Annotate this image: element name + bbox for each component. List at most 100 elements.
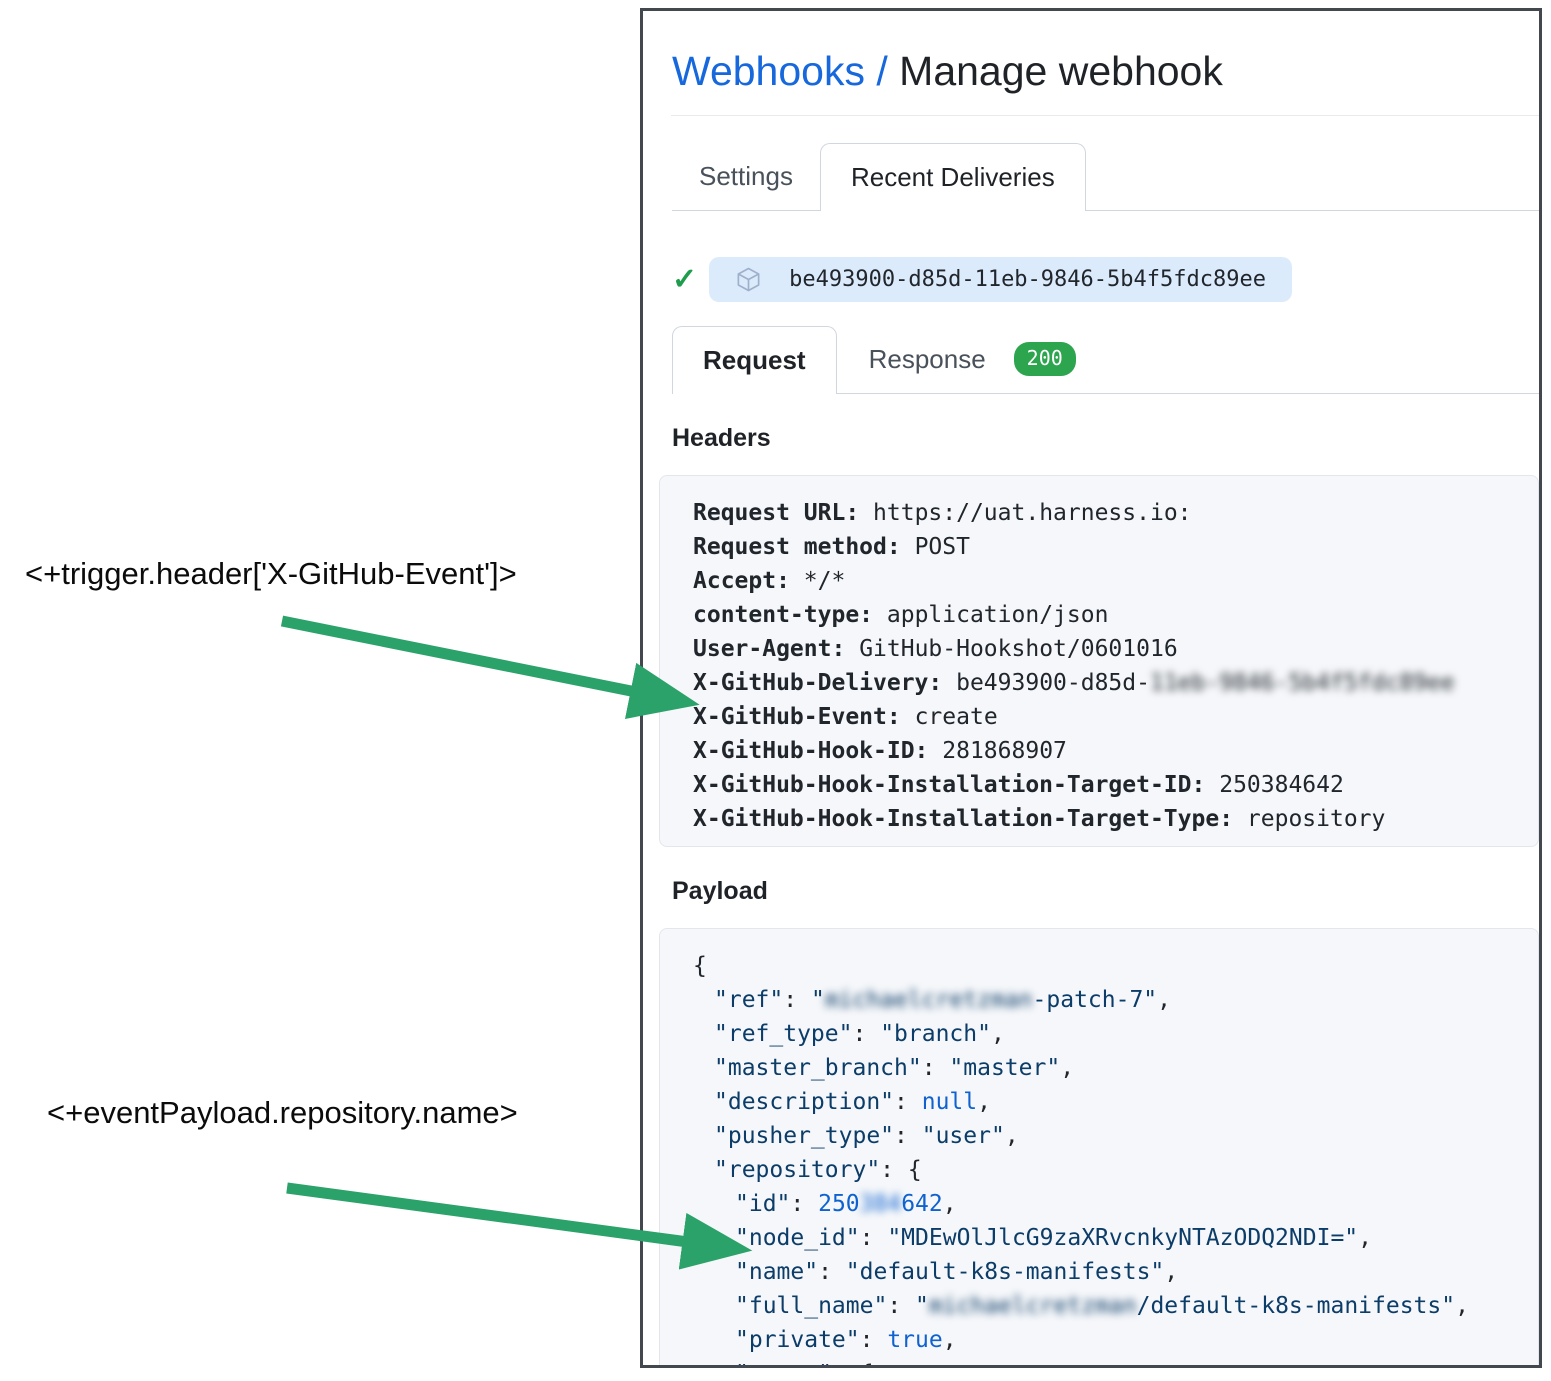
payload-token: : [859,1327,888,1354]
page-title: Webhooks / Manage webhook [672,47,1539,95]
payload-token: , [942,1327,957,1354]
header-line: X-GitHub-Hook-Installation-Target-Type: … [693,802,1522,836]
payload-line: "master_branch": "master", [693,1051,1522,1085]
header-line: X-GitHub-Hook-ID: 281868907 [693,734,1522,768]
title-divider [671,115,1539,117]
payload-token: "branch" [880,1021,991,1048]
payload-token: "ref" [714,987,784,1014]
payload-token: : [790,1191,819,1218]
payload-token: , [977,1089,991,1116]
header-value: 11eb-9846-5b4f5fdc89ee [1149,670,1455,697]
payload-token: , [1004,1123,1019,1150]
payload-line: "repository": { [693,1153,1522,1187]
payload-token: /default-k8s-manifests" [1136,1293,1456,1320]
payload-token: : [894,1123,922,1150]
annotation-trigger-expression: <+trigger.header['X-GitHub-Event']> [25,556,517,591]
payload-token: : [887,1293,916,1320]
arrow-to-payload-name [286,1182,753,1270]
header-line: Request URL: https://uat.harness.io: [693,496,1522,530]
payload-token: "id" [735,1191,791,1218]
header-value: https://uat.harness.io: [873,500,1192,527]
header-line: Request method: POST [693,530,1522,564]
payload-token: : [783,987,811,1014]
payload-token: : [921,1055,950,1082]
tab-settings[interactable]: Settings [699,161,793,192]
payload-token: "full_name" [735,1293,888,1320]
header-line: Accept: */* [693,564,1522,598]
delivery-id-pill[interactable]: be493900-d85d-11eb-9846-5b4f5fdc89ee [709,257,1292,303]
payload-line: { [693,949,1522,983]
header-line: User-Agent: GitHub-Hookshot/0601016 [693,632,1522,666]
payload-line: "owner": { [693,1357,1522,1365]
payload-token: : [852,1021,881,1048]
payload-line: "pusher_type": "user", [693,1119,1522,1153]
tab-request[interactable]: Request [672,326,837,395]
payload-token: , [942,1191,957,1218]
payload-token: "node_id" [735,1225,860,1252]
payload-token: 384 [859,1191,902,1218]
check-icon: ✓ [672,262,698,296]
payload-heading: Payload [672,877,768,906]
header-value: POST [914,534,970,561]
payload-token: -patch-7" [1032,987,1158,1014]
header-name: Accept: [693,568,790,595]
payload-token: null [921,1089,978,1116]
payload-token: : [818,1259,846,1286]
header-name: X-GitHub-Hook-Installation-Target-Type: [693,806,1234,833]
header-name: X-GitHub-Hook-Installation-Target-ID: [693,772,1206,799]
headers-heading: Headers [672,424,771,453]
header-value: be493900-d85d- [956,670,1150,697]
header-value: */* [803,568,846,595]
tab-response-label: Response [868,343,986,374]
payload-line: "ref_type": "branch", [693,1017,1522,1051]
header-name: content-type: [693,602,874,629]
header-line: X-GitHub-Delivery: be493900-d85d-11eb-98… [693,666,1522,700]
payload-token: 250 [818,1191,860,1218]
header-value: repository [1246,806,1386,833]
payload-token: : [894,1089,922,1116]
header-value: create [914,704,998,731]
payload-token: { [860,1361,874,1365]
payload-token: 642 [901,1191,943,1218]
payload-line: "id": 250384642, [693,1187,1522,1221]
payload-token: "user" [921,1123,1005,1150]
payload-token: , [1358,1225,1372,1252]
payload-token: : [859,1225,888,1252]
breadcrumb-webhooks-link[interactable]: Webhooks / [672,48,888,94]
payload-token: : [880,1157,908,1184]
payload-token: , [1060,1055,1075,1082]
delivery-id: be493900-d85d-11eb-9846-5b4f5fdc89ee [789,267,1266,293]
annotation-payload-expression: <+eventPayload.repository.name> [47,1095,518,1130]
package-icon [737,268,760,292]
status-badge: 200 [1013,342,1076,377]
payload-token: "owner" [735,1361,832,1365]
payload-token: , [990,1021,1005,1048]
payload-line: "private": true, [693,1323,1522,1357]
header-name: Request URL: [693,500,860,527]
payload-token: michaelcretzman [928,1293,1137,1320]
header-name: User-Agent: [693,636,846,663]
tab-recent-deliveries[interactable]: Recent Deliveries [819,143,1086,212]
payload-token: "default-k8s-manifests" [845,1259,1165,1286]
arrow-to-x-github-event [280,615,700,719]
payload-token: , [1455,1293,1469,1320]
request-response-tabs: Request Response 200 [672,325,1539,395]
payload-token: { [907,1157,922,1184]
payload-token: true [887,1327,943,1354]
header-value: GitHub-Hookshot/0601016 [859,636,1178,663]
webhook-tabs: Settings Recent Deliveries [672,143,1539,212]
delivery-row: ✓ be493900-d85d-11eb-9846-5b4f5fdc89ee [672,257,1539,303]
payload-token: , [1157,987,1172,1014]
header-line: X-GitHub-Hook-Installation-Target-ID: 25… [693,768,1522,802]
payload-line: "name": "default-k8s-manifests", [693,1255,1522,1289]
tab-response[interactable]: Response 200 [837,325,1108,393]
header-name: X-GitHub-Delivery: [693,670,943,697]
webhook-panel: Webhooks / Manage webhook Settings Recen… [640,8,1542,1368]
payload-token: , [1164,1259,1179,1286]
payload-line: "ref": "michaelcretzman-patch-7", [693,983,1522,1017]
payload-line: "full_name": "michaelcretzman/default-k8… [693,1289,1522,1323]
payload-token: { [693,953,707,980]
header-line: content-type: application/json [693,598,1522,632]
payload-token: : [832,1361,860,1365]
headers-box: Request URL: https://uat.harness.io:Requ… [659,475,1539,848]
